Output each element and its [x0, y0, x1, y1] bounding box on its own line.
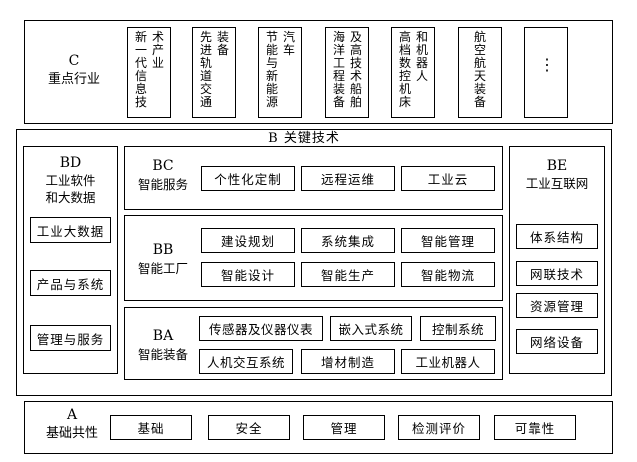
- a-item-testing-and-evaluation: 检测评价: [398, 415, 480, 440]
- section-c-letter: C: [68, 53, 80, 69]
- industry-cell-text: 节能与新能源: [265, 30, 278, 109]
- industry-cell-text: ⋮: [539, 55, 555, 74]
- bb-item-smart-logistics: 智能物流: [401, 262, 495, 287]
- bd-item-products-and-systems: 产品与系统: [30, 270, 111, 296]
- industry-cell: 新一代信息技术产业: [127, 27, 171, 118]
- industry-cell: 海洋工程装备及高技术船舶: [325, 27, 369, 118]
- ba-name: 智能装备: [137, 347, 188, 362]
- bb-name: 智能工厂: [137, 261, 188, 276]
- ba-item-industrial-robots: 工业机器人: [401, 349, 495, 374]
- a-item-security: 安全: [208, 415, 290, 440]
- be-item-networking-technology: 网联技术: [516, 261, 598, 286]
- section-a-letter: A: [66, 407, 78, 423]
- bd-item-industrial-big-data: 工业大数据: [30, 217, 111, 243]
- industry-cell-text: 海洋工程装备: [332, 30, 345, 109]
- key-industries-section: [24, 20, 613, 124]
- industry-cell: 高档数控机床和机器人: [391, 27, 435, 118]
- bb-item-smart-management: 智能管理: [401, 228, 495, 253]
- bd-name-line2: 和大数据: [45, 190, 96, 205]
- industry-cell: ⋮: [524, 27, 568, 118]
- bb-item-construction-planning: 建设规划: [201, 228, 295, 253]
- be-letter: BE: [546, 158, 568, 174]
- industry-cell-text: 术产业: [151, 30, 164, 70]
- ba-item-control-systems: 控制系统: [420, 316, 496, 341]
- industry-cell-text: 汽车: [282, 30, 295, 57]
- bc-item-personalized-customization: 个性化定制: [201, 166, 295, 191]
- bd-name-line1: 工业软件: [45, 173, 96, 188]
- industry-cell: 航空航天装备: [458, 27, 502, 118]
- industry-cell-text: 及高技术船舶: [349, 30, 362, 109]
- industry-cell: 节能与新能源汽车: [258, 27, 302, 118]
- industry-cell-text: 和机器人: [415, 30, 428, 83]
- bd-item-management-and-services: 管理与服务: [30, 325, 111, 351]
- industry-cell: 先进轨道交通装备: [192, 27, 236, 118]
- ba-item-sensors-and-instruments: 传感器及仪器仪表: [199, 316, 323, 341]
- bc-name: 智能服务: [137, 177, 188, 192]
- bb-item-system-integration: 系统集成: [301, 228, 395, 253]
- industry-cell-text: 装备: [216, 30, 229, 57]
- be-item-network-equipment: 网络设备: [516, 329, 598, 354]
- industry-cell-text: 先进轨道交通: [199, 30, 212, 109]
- industry-cell-text: 航空航天装备: [473, 30, 486, 109]
- be-name: 工业互联网: [525, 176, 589, 191]
- be-item-resource-management: 资源管理: [516, 293, 598, 318]
- bc-item-industrial-cloud: 工业云: [401, 166, 495, 191]
- a-item-reliability: 可靠性: [494, 415, 576, 440]
- section-a-name: 基础共性: [45, 426, 98, 441]
- section-b-title: B 关键技术: [268, 131, 340, 146]
- bd-letter: BD: [59, 155, 82, 171]
- bb-letter: BB: [152, 242, 174, 258]
- industry-cell-text: 高档数控机床: [398, 30, 411, 109]
- bc-item-remote-maintenance: 远程运维: [301, 166, 395, 191]
- a-item-management: 管理: [303, 415, 385, 440]
- bc-letter: BC: [152, 158, 174, 174]
- a-item-foundation: 基础: [110, 415, 192, 440]
- ba-item-embedded-systems: 嵌入式系统: [330, 316, 412, 341]
- bb-item-smart-design: 智能设计: [201, 262, 295, 287]
- bb-item-smart-production: 智能生产: [301, 262, 395, 287]
- section-c-name: 重点行业: [47, 72, 100, 87]
- be-item-architecture: 体系结构: [516, 224, 598, 249]
- ba-item-additive-manufacturing: 增材制造: [301, 349, 395, 374]
- ba-item-human-machine-interaction: 人机交互系统: [199, 349, 293, 374]
- ba-letter: BA: [152, 328, 174, 344]
- industry-cell-text: 新一代信息技: [134, 30, 147, 109]
